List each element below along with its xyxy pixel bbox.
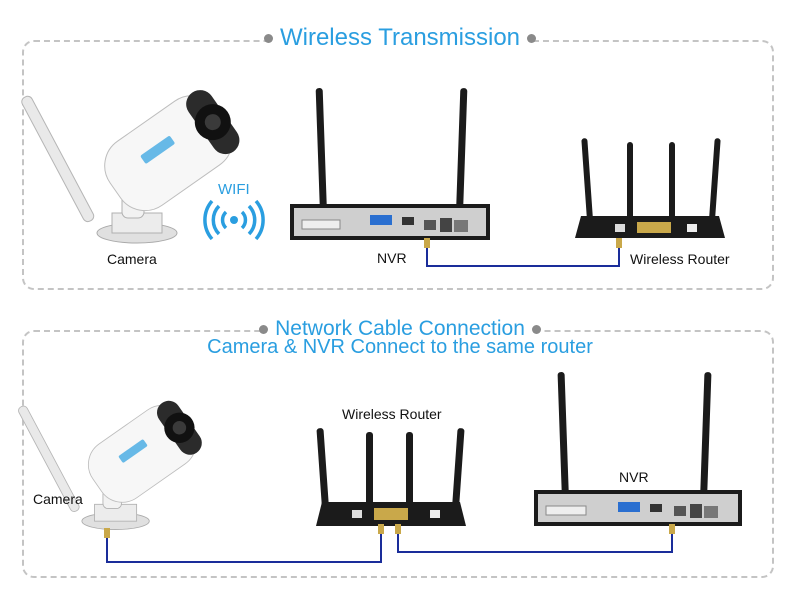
top-nvr-label: NVR [377, 250, 407, 266]
nvr-icon [534, 372, 742, 526]
nvr-icon [290, 88, 490, 240]
camera-icon [21, 90, 240, 244]
router-icon [575, 138, 725, 238]
wifi-label: WIFI [218, 181, 250, 198]
cable-nvr-router-top [426, 240, 620, 267]
cable-connector [378, 524, 384, 534]
top-router-label: Wireless Router [630, 251, 730, 267]
cable-connector [669, 524, 675, 534]
bottom-nvr-label: NVR [619, 469, 649, 485]
cable-subtitle: Camera & NVR Connect to the same router [199, 336, 601, 358]
cable-connector [395, 524, 401, 534]
cable-camera-router [106, 526, 382, 563]
camera-icon [18, 400, 202, 530]
wireless-title: Wireless Transmission [263, 25, 537, 51]
router-icon [316, 428, 466, 526]
wireless-title-row: Wireless Transmission [0, 25, 800, 51]
bottom-router-label: Wireless Router [342, 406, 442, 422]
cable-connector [616, 238, 622, 248]
bottom-camera-label: Camera [33, 491, 83, 507]
cable-subtitle-row: Camera & NVR Connect to the same router [0, 336, 800, 359]
cable-connector [104, 528, 110, 538]
top-camera-label: Camera [107, 251, 157, 267]
wifi-signal-icon [203, 199, 265, 241]
cable-router-nvr [397, 526, 673, 553]
cable-connector [424, 238, 430, 248]
